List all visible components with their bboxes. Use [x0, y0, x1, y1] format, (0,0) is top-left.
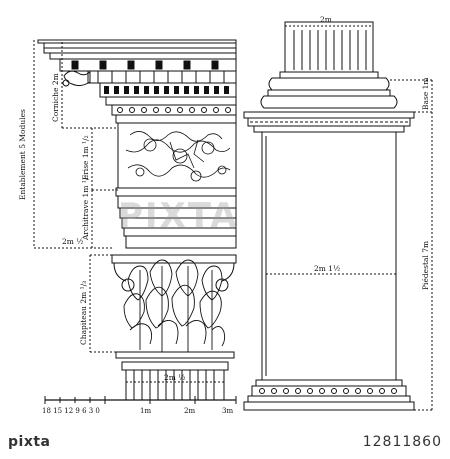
- entablature-drawing: [37, 39, 237, 249]
- scale-small-ticks: 18 15 12 9 6 3 0: [42, 407, 100, 415]
- label-dim-2m-left: 2m ½: [62, 237, 84, 246]
- label-mid-dim: 2m 1½: [314, 264, 340, 273]
- label-entablement: Entablement 5 Modules: [18, 109, 27, 200]
- footer-image-id: 12811860: [362, 434, 442, 450]
- frieze: [117, 122, 237, 189]
- label-corniche: Corniche 2m: [51, 73, 60, 122]
- footer-bar: pixta 12811860: [0, 429, 450, 455]
- right-dimension-lines: [266, 25, 433, 411]
- label-top-width: 2m: [320, 15, 332, 24]
- capital-drawing: [111, 254, 237, 401]
- modillions: [59, 58, 237, 72]
- scale-tick-2: 2m: [184, 407, 195, 415]
- scale-tick-1: 1m: [140, 407, 151, 415]
- footer-logo: pixta: [8, 434, 51, 450]
- label-architrave: Architrave 1m ¹/₂: [81, 175, 90, 241]
- scale-bar: [44, 396, 237, 404]
- pedestal-die: [261, 131, 397, 381]
- label-chapiteau: Chapiteau 2m ¹/₃: [79, 281, 88, 345]
- label-frise: Frise 1m ¹/₂: [81, 135, 90, 180]
- label-base-width: 2m ½: [164, 373, 186, 382]
- label-base: Base 1m: [421, 77, 430, 110]
- scale-tick-3: 3m: [222, 407, 233, 415]
- left-dimension-lines: [33, 40, 224, 383]
- label-piedestal: Piédestal 7m: [421, 241, 430, 290]
- pedestal-drawing: [243, 21, 415, 411]
